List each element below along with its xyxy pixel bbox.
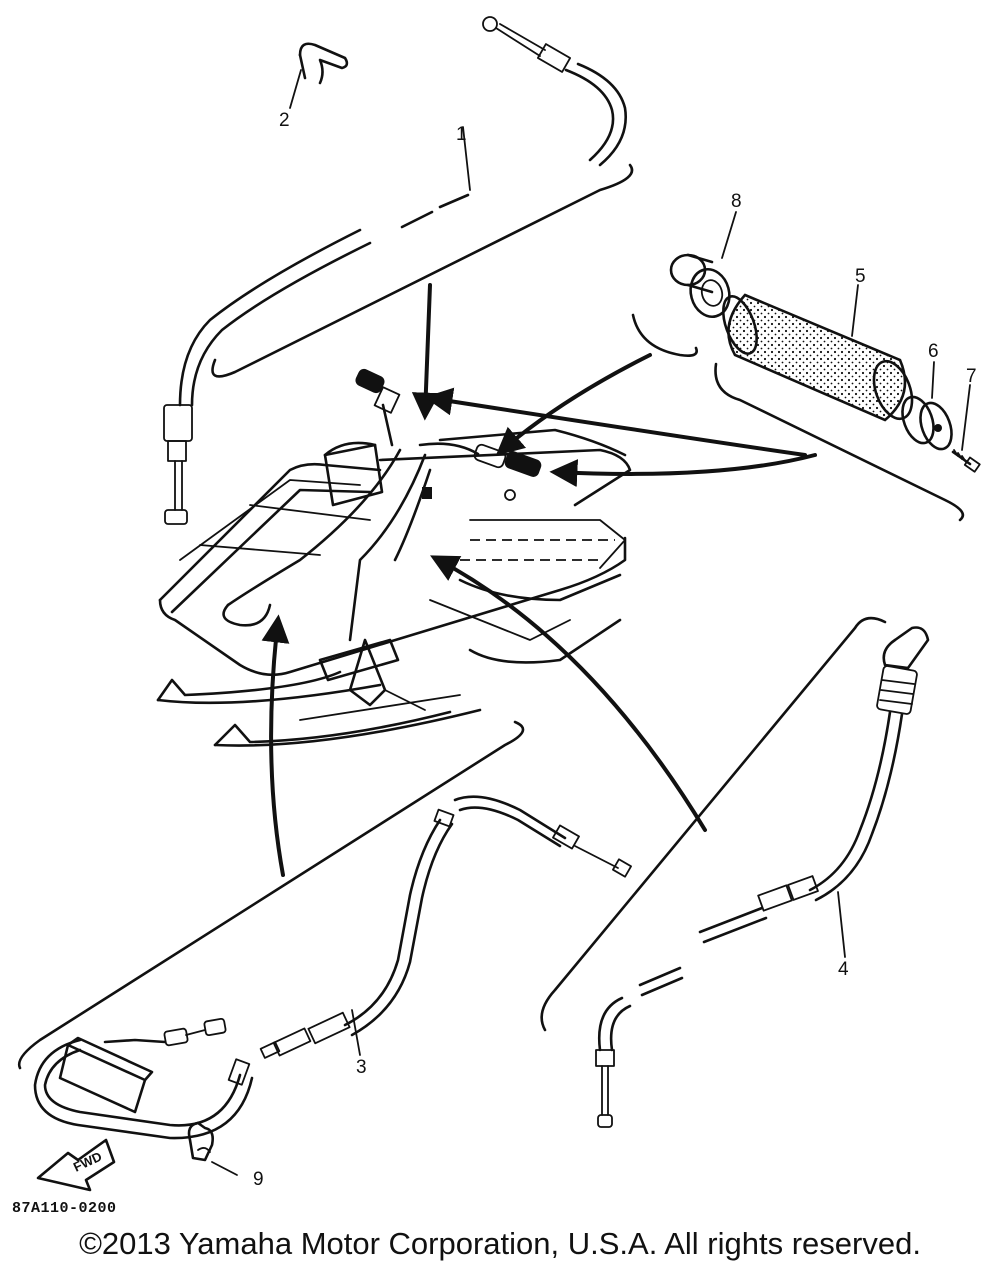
throttle-cable-panel: [211, 163, 634, 378]
callout-6: 6: [928, 341, 939, 362]
brake-cable-panel: [17, 720, 525, 1070]
callout-3: 3: [356, 1057, 367, 1078]
callout-numbers: 1 2 3 4 5 6 7 8 9: [253, 110, 977, 1190]
callout-7: 7: [966, 366, 977, 387]
assembly-arrows: [261, 283, 817, 877]
cable-holder: [187, 1121, 214, 1162]
choke-cable: [595, 626, 930, 1128]
skis: [156, 670, 482, 747]
cable-clip: [298, 42, 349, 85]
callout-2: 2: [279, 110, 290, 131]
grip-panel: [631, 313, 965, 522]
copyright-notice: ©2013 Yamaha Motor Corporation, U.S.A. A…: [79, 1226, 921, 1261]
callout-1: 1: [456, 124, 467, 145]
callout-5: 5: [855, 266, 866, 287]
callout-8: 8: [731, 191, 742, 212]
choke-cable-panel: [540, 616, 887, 1032]
callout-4: 4: [838, 959, 849, 980]
fwd-indicator: FWD: [36, 1138, 116, 1192]
grip-collar: [669, 253, 731, 318]
throttle-cable: [163, 16, 627, 525]
grip-end-cap: [901, 395, 953, 451]
callout-leaders: [211, 69, 971, 1176]
end-cap-screw: [951, 449, 981, 473]
diagram-code: 87A110-0200: [12, 1200, 117, 1217]
brake-cable: [33, 795, 632, 1140]
callout-9: 9: [253, 1169, 264, 1190]
